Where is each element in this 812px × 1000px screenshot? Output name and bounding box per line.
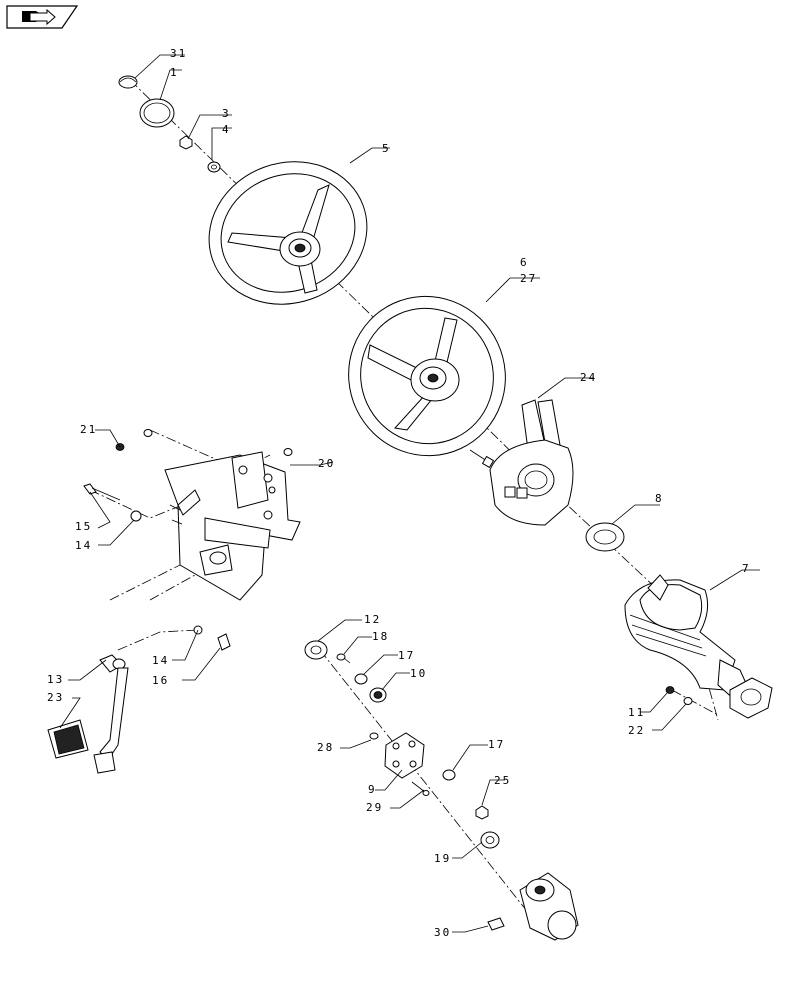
callout-30: 30: [434, 926, 451, 939]
callout-13: 13: [47, 673, 64, 686]
callout-3: 3: [222, 107, 231, 120]
part-washer: [207, 161, 221, 173]
part-screw-18: [336, 653, 351, 664]
part-bolt-21: [115, 429, 293, 456]
callout-27: 27: [520, 272, 537, 285]
part-washer-17a: [354, 673, 368, 685]
callout-5: 5: [382, 142, 391, 155]
leader-lines: [59, 54, 760, 933]
part-bearing-ring: [585, 522, 625, 552]
part-pedal-bracket: [164, 451, 301, 601]
callout-17a: 17: [398, 649, 415, 662]
callout-24: 24: [580, 371, 597, 384]
callout-1: 1: [170, 66, 179, 79]
part-column-nut: [665, 686, 675, 694]
callout-19: 19: [434, 852, 451, 865]
part-washer-12: [304, 640, 328, 660]
part-column-washer: [683, 697, 693, 705]
part-control-console: [469, 399, 574, 526]
part-bolt-28: [369, 732, 379, 740]
callout-22: 22: [628, 724, 645, 737]
part-horn-button: [118, 75, 138, 89]
part-label-30: [487, 917, 505, 931]
callout-9: 9: [368, 783, 377, 796]
callout-31: 31: [170, 47, 187, 60]
callout-10: 10: [410, 667, 427, 680]
part-nut-10: [369, 687, 387, 703]
part-steering-wheel-lower: [348, 295, 506, 457]
part-nut: [179, 135, 193, 150]
callout-21: 21: [80, 423, 97, 436]
part-steering-column: [624, 574, 773, 719]
callout-4: 4: [222, 123, 231, 136]
callout-12: 12: [364, 613, 381, 626]
callout-28: 28: [317, 741, 334, 754]
part-pedal-arm: [99, 654, 129, 761]
callout-18: 18: [372, 630, 389, 643]
part-spacer-19: [480, 831, 500, 849]
part-pedal-pad: [47, 719, 116, 774]
callout-15: 15: [75, 520, 92, 533]
part-plate-9: [384, 732, 425, 779]
callout-6: 6: [520, 256, 529, 269]
callout-7: 7: [742, 562, 751, 575]
part-center-cap: [139, 98, 175, 128]
callout-11: 11: [628, 706, 645, 719]
part-pin-15: [83, 483, 121, 501]
part-bolt-29: [411, 781, 430, 796]
part-steering-wheel-upper: [208, 161, 368, 305]
callout-labels: 31 1 3 4 5 6 27 24 20 21 15 14 8 7 11 22…: [47, 47, 751, 939]
part-nut-25: [475, 805, 489, 820]
part-washer-17b: [442, 769, 456, 781]
callout-16: 16: [152, 674, 169, 687]
callout-14a: 14: [75, 539, 92, 552]
part-clip-16: [217, 633, 231, 651]
callout-8: 8: [655, 492, 664, 505]
callout-23: 23: [47, 691, 64, 704]
callout-14b: 14: [152, 654, 169, 667]
callout-25: 25: [494, 774, 511, 787]
callout-20: 20: [318, 457, 335, 470]
callout-29: 29: [366, 801, 383, 814]
book-arrow-icon[interactable]: [6, 5, 79, 29]
part-steering-valve: [519, 872, 579, 941]
callout-17b: 17: [488, 738, 505, 751]
